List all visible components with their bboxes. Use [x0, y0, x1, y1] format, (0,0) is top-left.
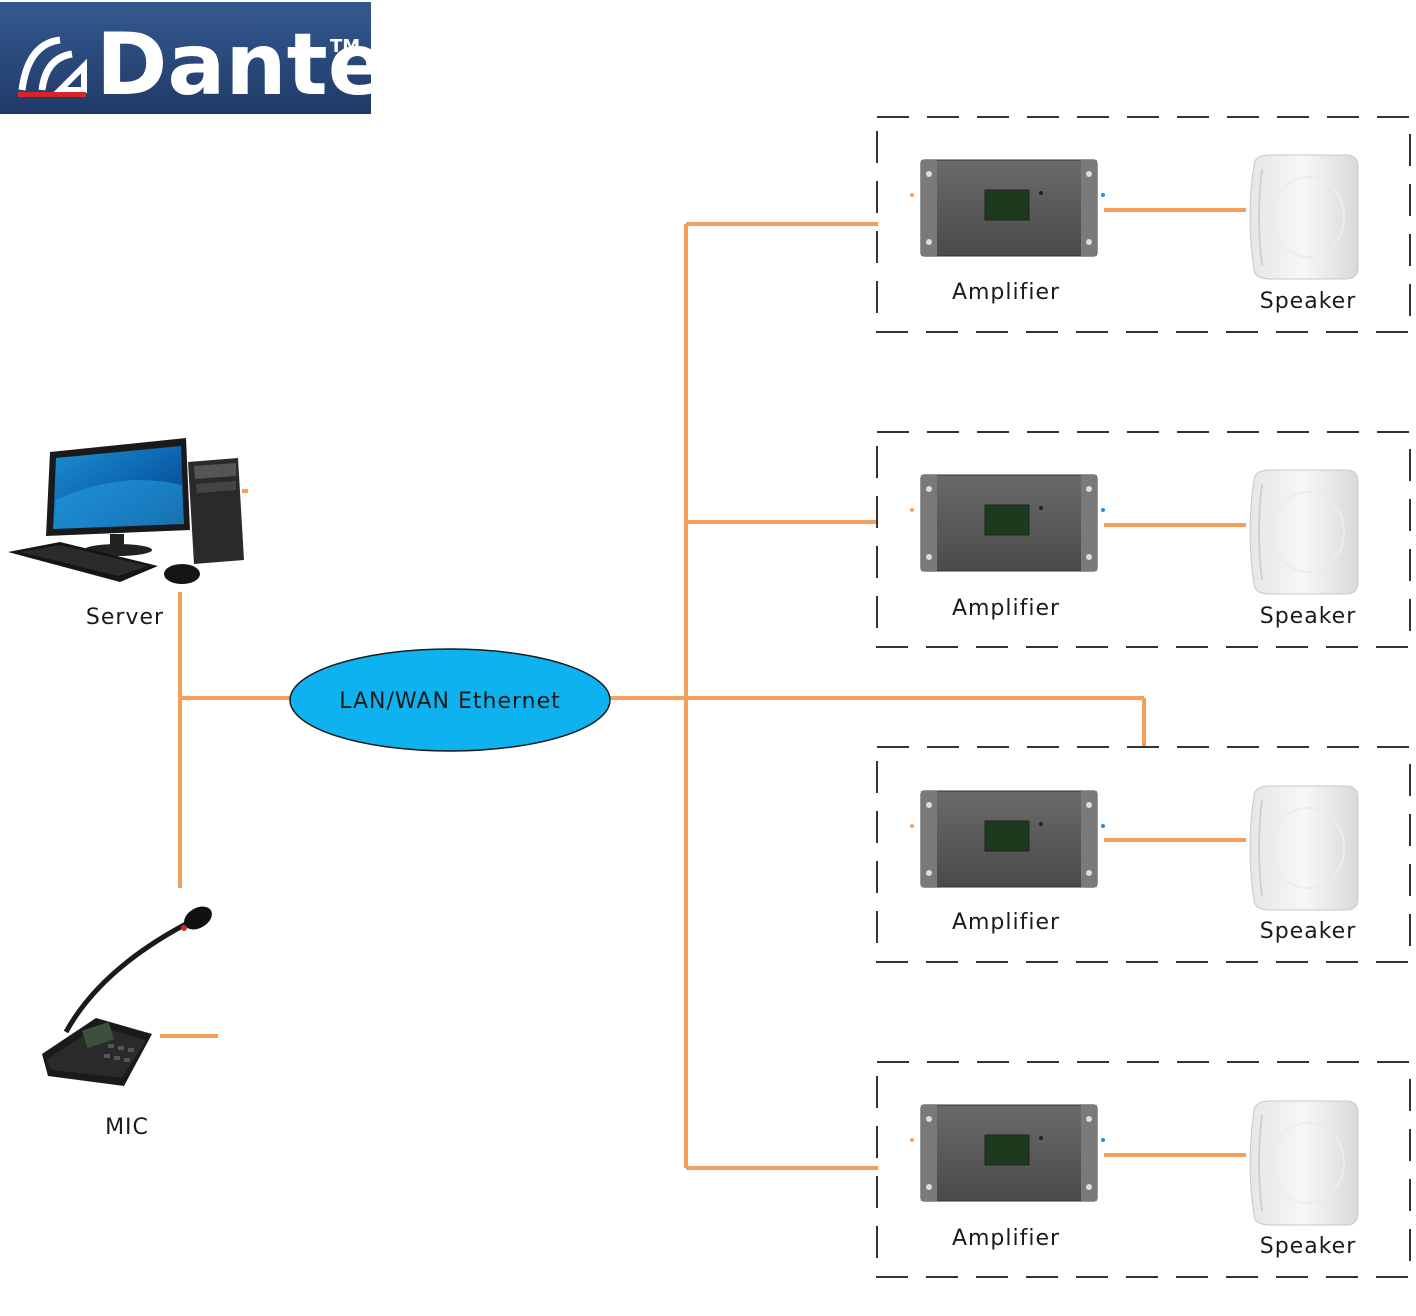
amplifier-output-port	[1101, 508, 1105, 512]
speaker-icon	[1249, 154, 1359, 280]
speaker-icon	[1249, 785, 1359, 911]
speaker-icon	[1249, 1100, 1359, 1226]
speaker-label: Speaker	[1260, 919, 1356, 944]
mic-device: MIC	[42, 906, 212, 1140]
dante-mark-icon	[18, 36, 87, 97]
mic-label: MIC	[105, 1115, 149, 1140]
zone-group-4: Amplifier Speaker	[876, 1061, 1411, 1278]
microphone-icon	[42, 906, 212, 1086]
speaker-icon	[1249, 469, 1359, 595]
amplifier-icon	[920, 474, 1098, 572]
dante-logo-text: Dante	[96, 15, 386, 115]
amplifier-output-port	[1101, 824, 1105, 828]
amplifier-icon	[920, 159, 1098, 257]
speaker-label: Speaker	[1260, 289, 1356, 314]
zone-group-1: Amplifier Speaker	[876, 116, 1411, 333]
zone-border	[876, 431, 1411, 648]
trademark-mark: TM	[330, 36, 360, 57]
amplifier-icon	[920, 1104, 1098, 1202]
server-device: Server	[8, 438, 244, 630]
zone-border	[876, 116, 1411, 333]
zone-group-3: Amplifier Speaker	[876, 746, 1411, 963]
zone-group-2: Amplifier Speaker	[876, 431, 1411, 648]
amplifier-input-port	[910, 1138, 914, 1142]
server-label: Server	[86, 605, 164, 630]
amplifier-label: Amplifier	[952, 280, 1060, 305]
amplifier-output-port	[1101, 1138, 1105, 1142]
amplifier-label: Amplifier	[952, 910, 1060, 935]
connection-lines	[160, 208, 1246, 1170]
computer-icon	[8, 438, 244, 584]
network-node: LAN/WAN Ethernet	[289, 648, 611, 752]
amplifier-label: Amplifier	[952, 596, 1060, 621]
amplifier-input-port	[910, 193, 914, 197]
zone-border	[876, 746, 1411, 963]
dante-logo: Dante TM	[0, 2, 386, 115]
zone-border	[876, 1061, 1411, 1278]
amplifier-input-port	[910, 824, 914, 828]
speaker-label: Speaker	[1260, 604, 1356, 629]
amplifier-icon	[920, 790, 1098, 888]
amplifier-output-port	[1101, 193, 1105, 197]
speaker-label: Speaker	[1260, 1234, 1356, 1259]
amplifier-label: Amplifier	[952, 1226, 1060, 1251]
network-label: LAN/WAN Ethernet	[339, 689, 561, 714]
amplifier-input-port	[910, 508, 914, 512]
network-ellipse	[289, 648, 611, 752]
